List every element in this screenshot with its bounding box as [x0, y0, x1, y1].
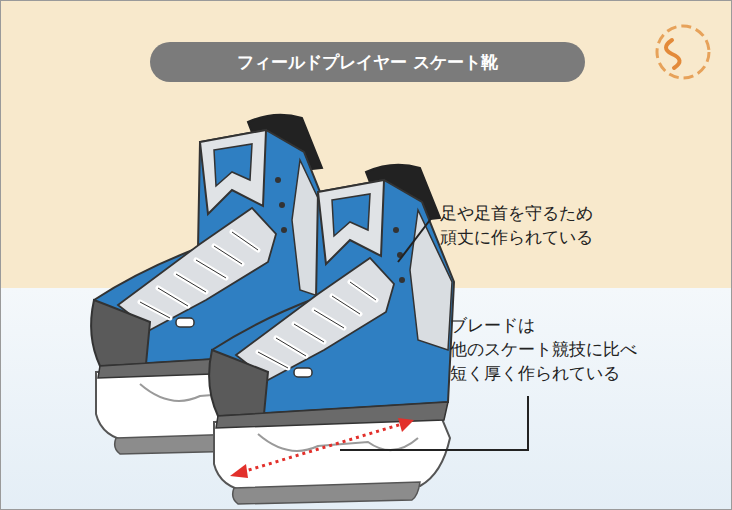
leader-line — [398, 216, 433, 262]
title-pill: フィールドプレイヤー スケート靴 — [150, 42, 585, 82]
logo-mark — [657, 26, 709, 78]
length-arrow — [230, 418, 414, 478]
front-skate — [209, 165, 454, 504]
callout-label: ブレードは 他のスケート競技に比べ 短く厚く作られている — [450, 314, 650, 385]
callout-label: 足や足首を守るため 頑丈に作られている — [440, 202, 615, 250]
title-text: フィールドプレイヤー スケート靴 — [237, 51, 498, 74]
leader-line — [340, 396, 528, 450]
